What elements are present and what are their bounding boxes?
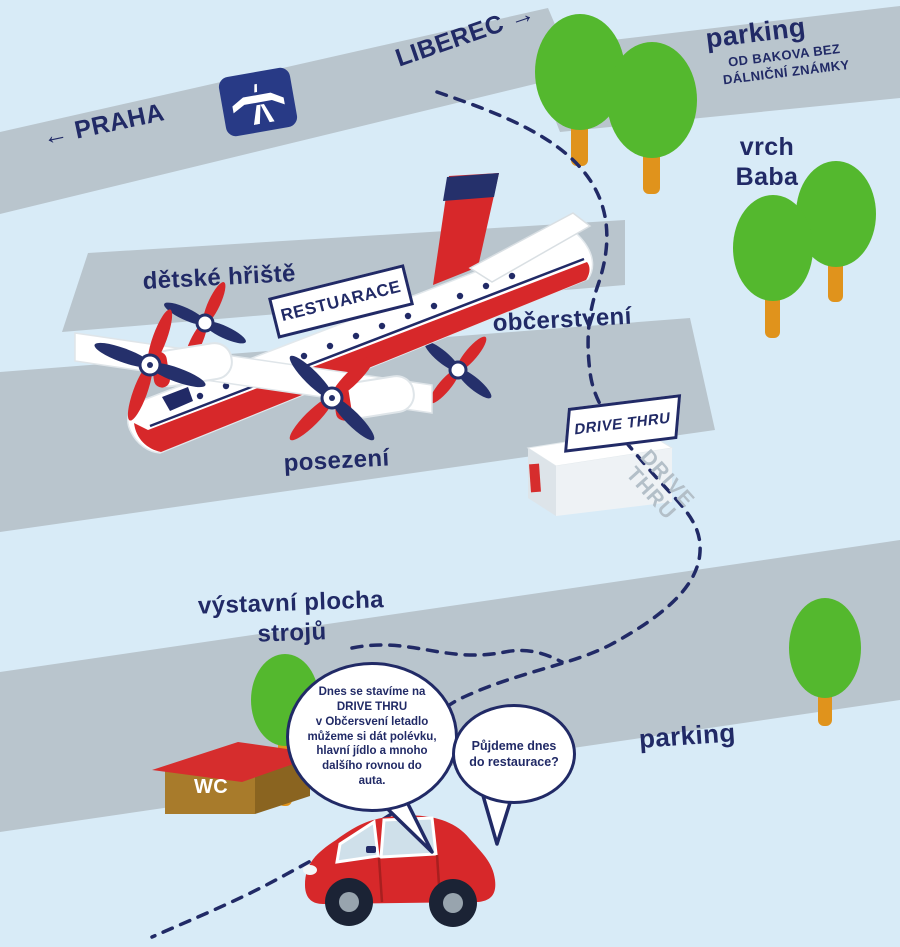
tree-icon (789, 598, 861, 726)
propeller-icon (289, 355, 375, 441)
highway-pictogram (232, 83, 285, 126)
pinstripe (149, 257, 585, 428)
vrch-baba-label: vrch Baba (735, 133, 799, 191)
road-bottom (0, 540, 900, 832)
tree-icon (796, 161, 876, 302)
propeller-icon (164, 282, 246, 364)
speech-bubble-small: Půjdeme dnes do restaurace? (452, 704, 576, 804)
propeller-icon (94, 309, 206, 421)
seating-label: posezení (283, 444, 391, 477)
highway-icon (217, 66, 299, 138)
speech-bubble-large: Dnes se stavíme na DRIVE THRU v Občersve… (286, 662, 458, 812)
arrow-left-icon: ← (40, 118, 71, 152)
propeller-icon (424, 336, 492, 404)
tree-icon (535, 14, 625, 166)
wc-label: WC (193, 776, 229, 798)
road-playground (62, 220, 625, 332)
trees (535, 14, 876, 726)
airplane (74, 173, 594, 454)
tree-icon (607, 42, 697, 194)
exhibition-label: výstavní plocha strojů (197, 586, 385, 648)
cockpit-window (162, 387, 193, 411)
tail-stabilizer (468, 212, 592, 283)
tail-fin (433, 173, 499, 285)
tree-icon (733, 195, 813, 338)
car (303, 815, 496, 927)
tail-fin-cap (443, 173, 499, 201)
belly-stripe (134, 262, 590, 452)
